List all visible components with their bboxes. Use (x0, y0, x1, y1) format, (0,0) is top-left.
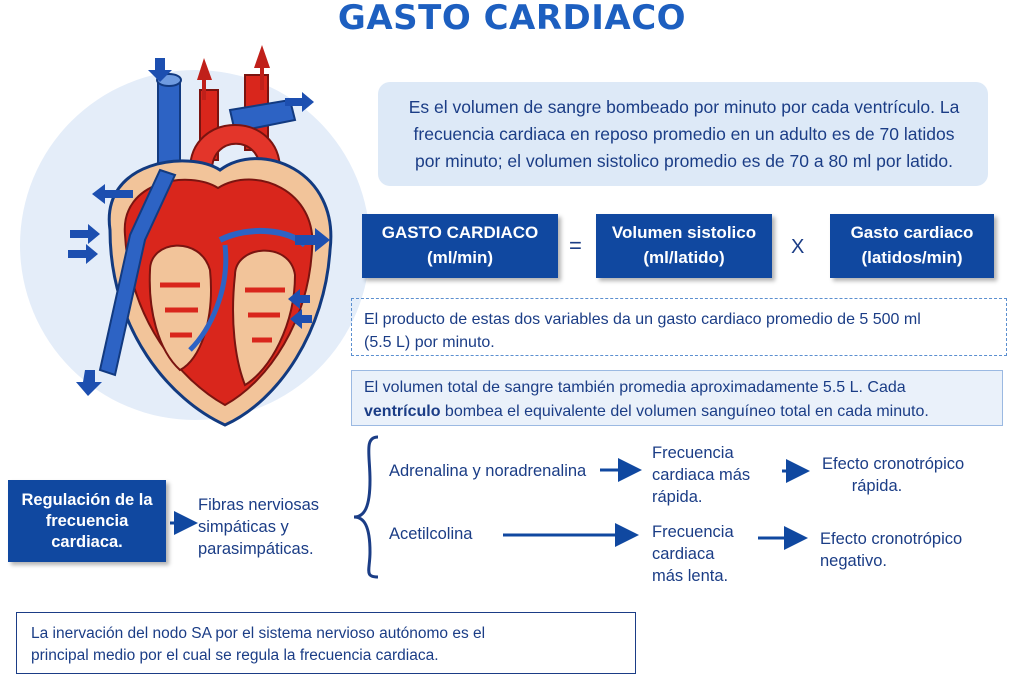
sa-node-note: La inervación del nodo SA por el sistema… (16, 612, 636, 674)
branch-acetylcholine-label: Acetilcolina (389, 525, 473, 543)
formula-term-gasto-cardiaco: GASTO CARDIACO (ml/min) (362, 214, 558, 278)
nerve-fibers-label: Fibras nerviosas simpáticas y parasimpát… (198, 494, 358, 560)
slower-rate-label: Frecuencia cardiaca más lenta. (652, 521, 772, 587)
chronotropic-negative-label: Efecto cronotrópico negativo. (820, 528, 990, 572)
product-text-box: El producto de estas dos variables da un… (351, 298, 1007, 356)
branch-adrenaline-label: Adrenalina y noradrenalina (389, 462, 587, 480)
fibers-line: Fibras nerviosas (198, 496, 320, 514)
result-line: Frecuencia (652, 523, 734, 541)
formula-term-title: Volumen sistolico (611, 223, 757, 242)
formula-term-title: GASTO CARDIACO (381, 223, 539, 242)
fibers-line: parasimpáticas. (198, 540, 314, 558)
volume-text-box: El volumen total de sangre también prome… (351, 370, 1003, 426)
result-line: cardiaca (652, 545, 715, 563)
curly-brace-icon (353, 435, 379, 579)
formula-term-title: Gasto cardiaco (850, 223, 974, 242)
formula-term-unit: (ml/latido) (643, 248, 725, 267)
product-text-line: (5.5 L) por minuto. (364, 334, 495, 351)
faster-rate-label: Frecuencia cardiaca más rápida. (652, 442, 772, 508)
result-line: cardiaca más (652, 466, 751, 484)
regulation-line: cardiaca. (51, 533, 123, 551)
effect-line: rápida. (851, 477, 903, 495)
note-line: La inervación del nodo SA por el sistema… (31, 625, 486, 642)
result-line: rápida. (652, 488, 703, 506)
times-sign: X (791, 236, 805, 258)
effect-line: Efecto cronotrópico (820, 530, 963, 548)
formula-term-unit: (latidos/min) (861, 248, 963, 267)
chronotropic-positive-label: Efecto cronotrópico rápida. (822, 453, 992, 497)
result-line: más lenta. (652, 567, 729, 585)
note-line: principal medio por el cual se regula la… (31, 647, 439, 664)
result-line: Frecuencia (652, 444, 734, 462)
volume-text-bold: ventrículo (364, 403, 441, 420)
formula-term-frecuencia: Gasto cardiaco (latidos/min) (830, 214, 994, 278)
fibers-line: simpáticas y (198, 518, 289, 536)
product-text-line: El producto de estas dos variables da un… (364, 311, 921, 328)
regulation-box: Regulación de la frecuencia cardiaca. (8, 480, 166, 562)
formula-term-unit: (ml/min) (426, 248, 494, 267)
volume-text: El volumen total de sangre también prome… (364, 379, 906, 396)
formula-term-volumen-sistolico: Volumen sistolico (ml/latido) (596, 214, 772, 278)
effect-line: negativo. (820, 552, 887, 570)
regulation-line: Regulación de la (21, 491, 153, 509)
volume-text: bombea el equivalente del volumen sanguí… (440, 403, 929, 420)
regulation-line: frecuencia (45, 512, 129, 530)
page-title: GASTO CARDIACO (337, 0, 687, 38)
equals-sign: = (569, 233, 582, 258)
definition-panel: Es el volumen de sangre bombeado por min… (378, 82, 988, 186)
heart-illustration (68, 45, 333, 427)
effect-line: Efecto cronotrópico (822, 455, 965, 473)
